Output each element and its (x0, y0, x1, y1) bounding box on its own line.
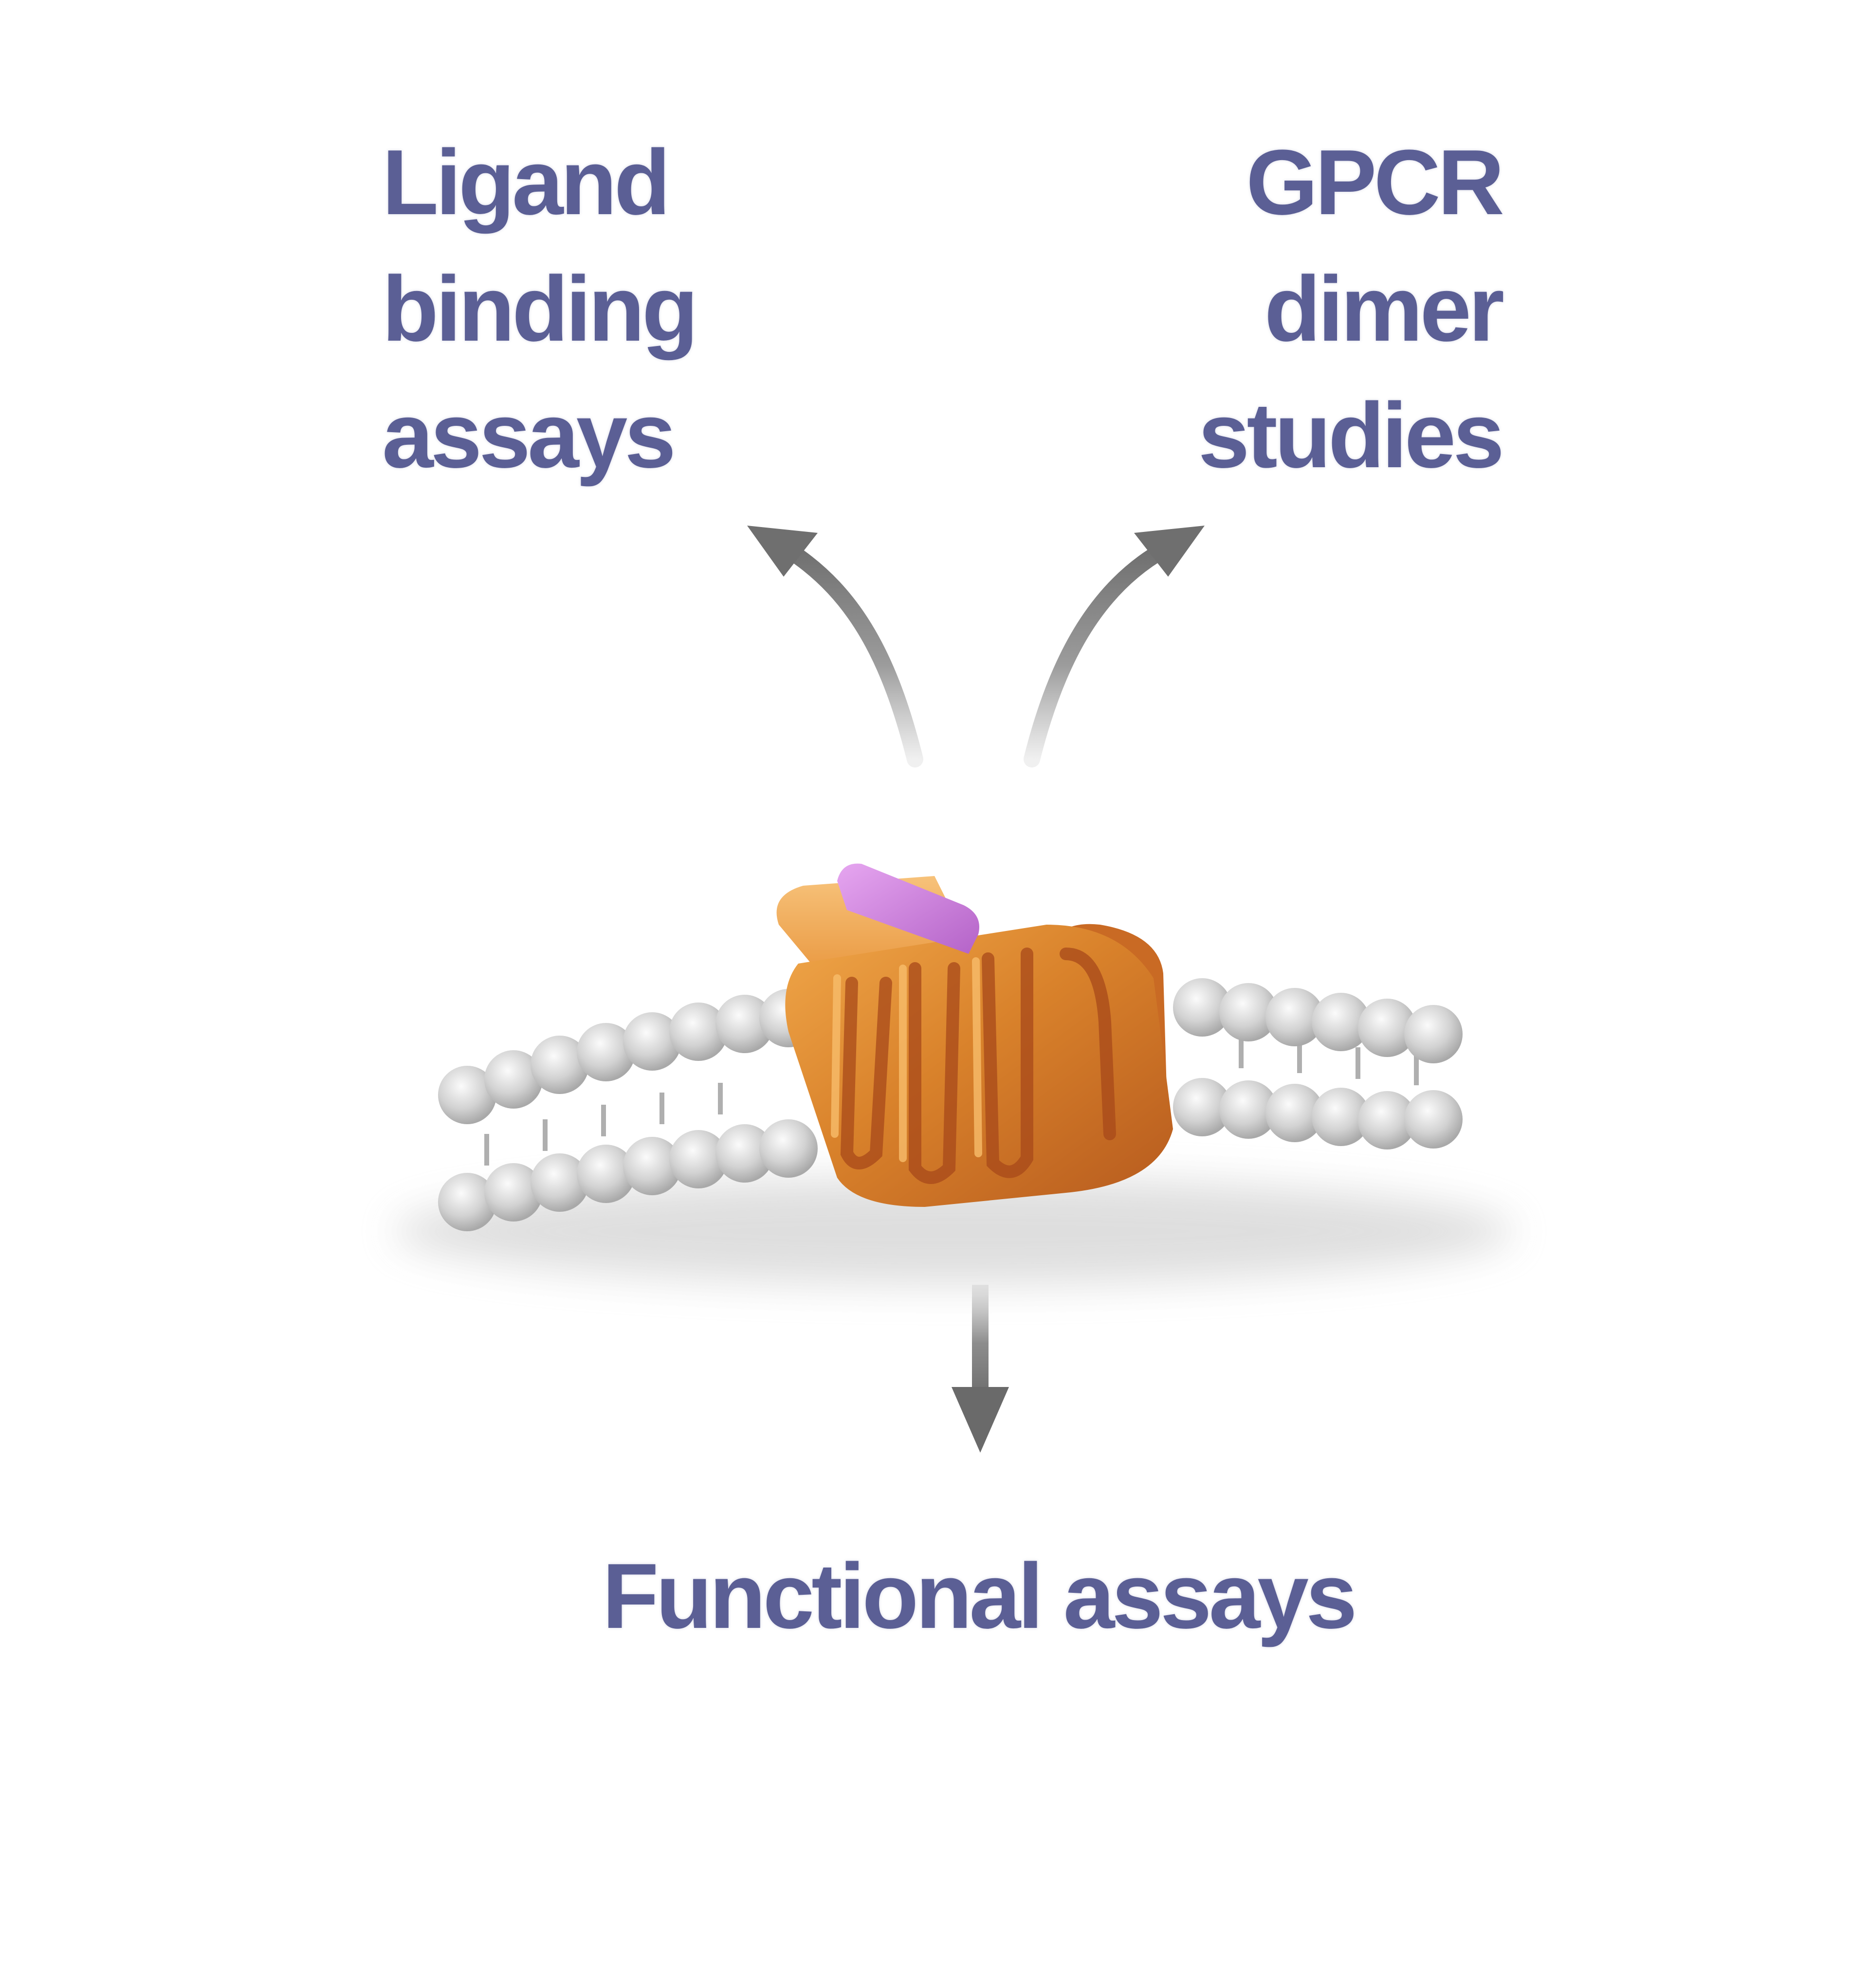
ligand-label-line-1: Ligand (382, 131, 671, 234)
functional-assays-label: Functional assays (602, 1545, 1357, 1648)
gpcr-label-line-2: dimer (1264, 257, 1504, 361)
lipid-bilayer (438, 978, 1463, 1231)
ligand-label-line-3: assays (382, 384, 676, 487)
gpcr-label-line-3: studies (1198, 384, 1504, 487)
gpcr-label-line-1: GPCR (1246, 131, 1504, 234)
ligand-label-line-2: binding (382, 257, 698, 361)
arrow-to-gpcr-dimer (1024, 526, 1205, 767)
arrow-to-ligand-binding (747, 526, 923, 767)
gpcr-dimer-studies-label: GPCR dimer studies (1198, 119, 1504, 499)
gpcr-receptor (776, 863, 1173, 1207)
ligand-binding-assays-label: Ligand binding assays (382, 119, 698, 499)
arrow-to-functional-assays (952, 1285, 1009, 1453)
